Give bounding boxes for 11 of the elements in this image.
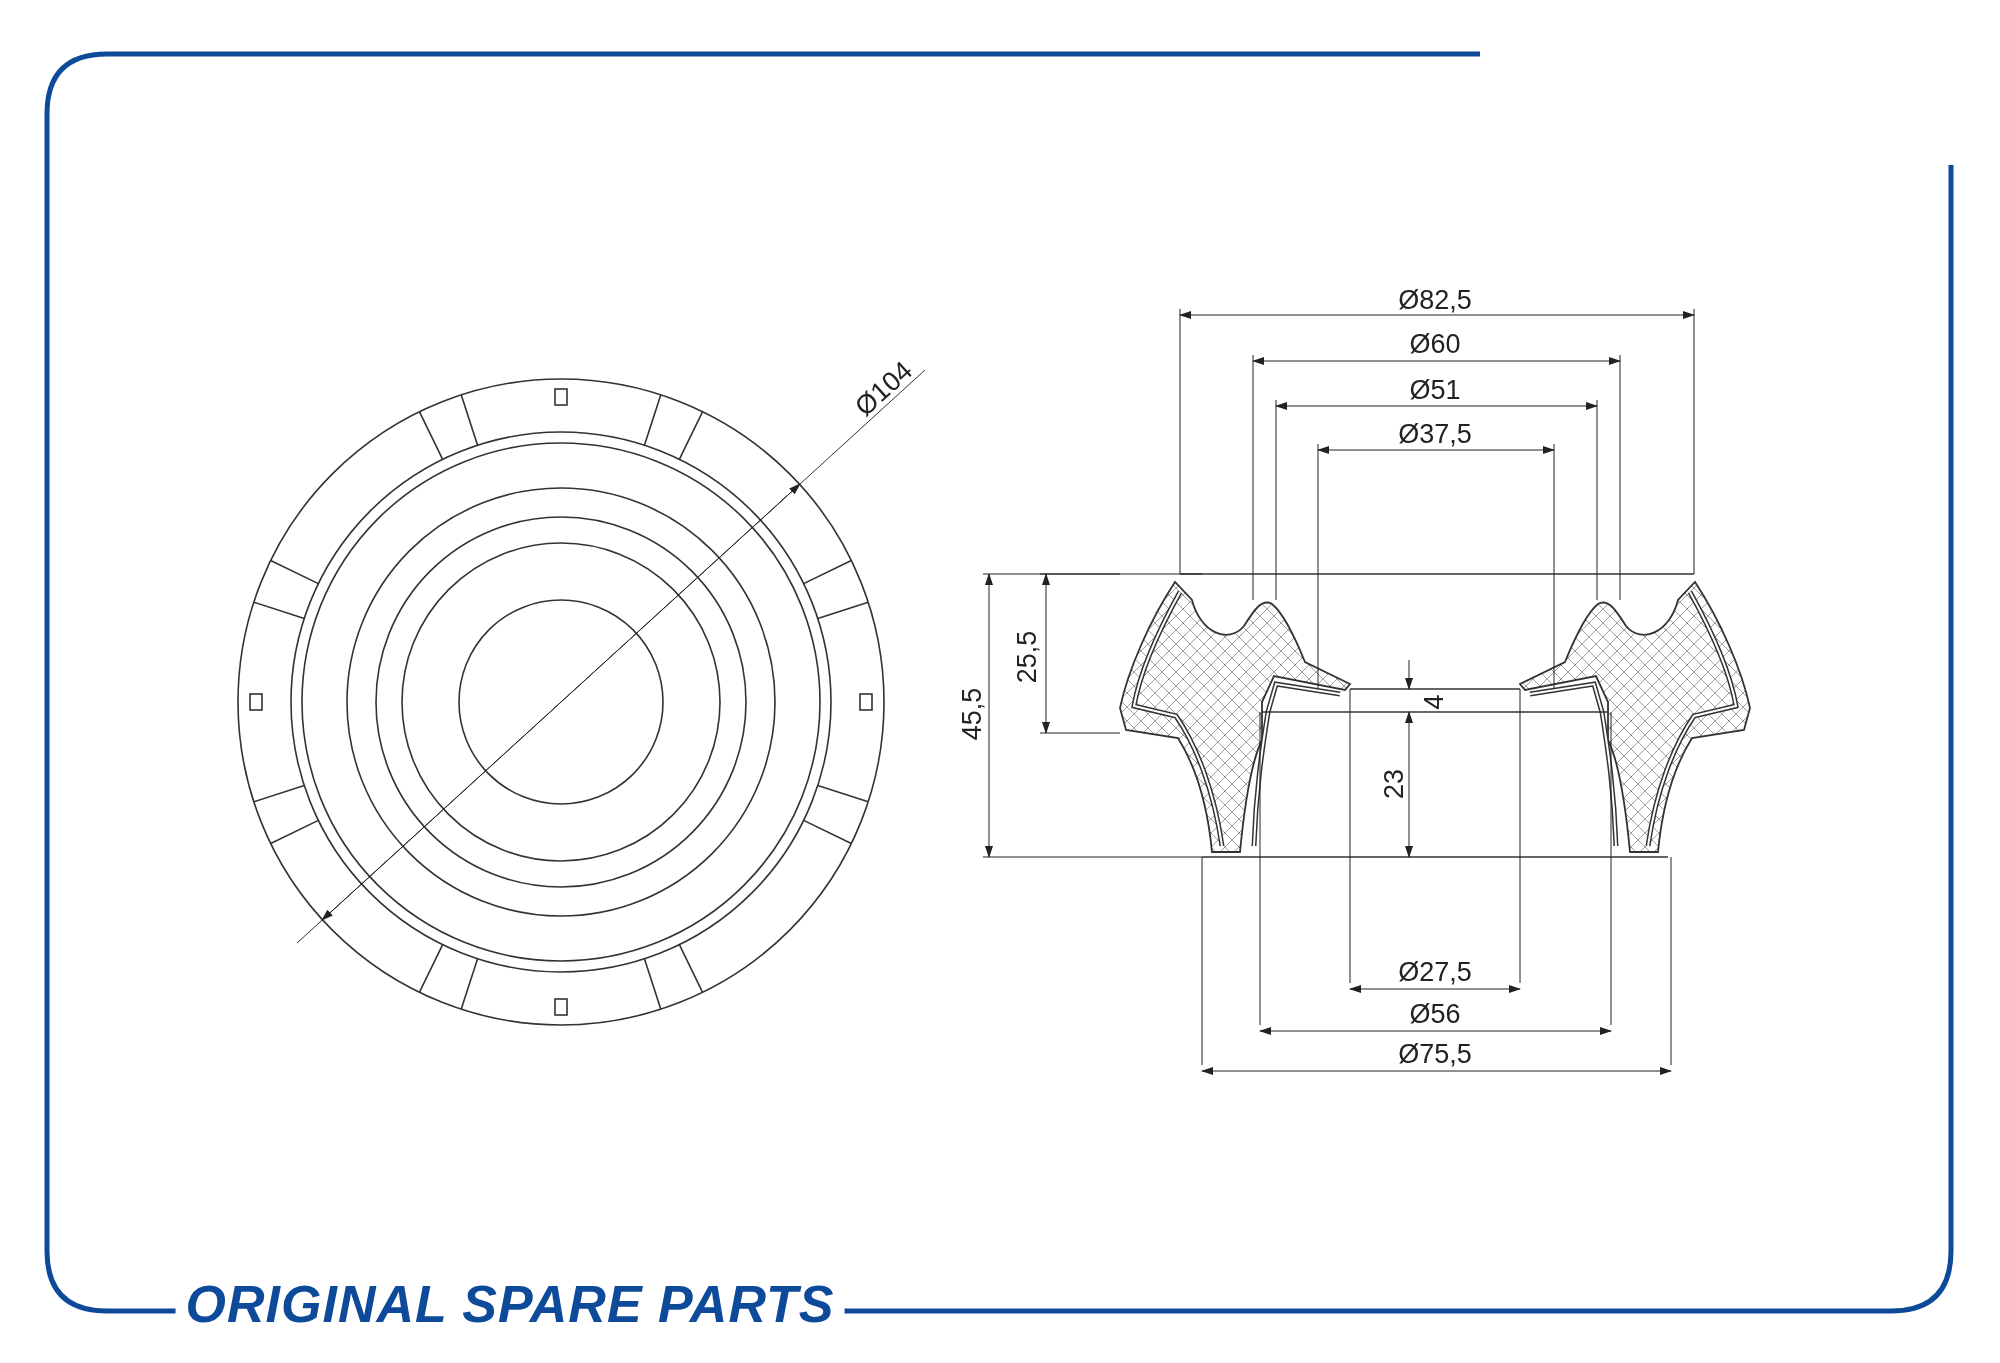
- dimension-label: 25,5: [1011, 630, 1043, 684]
- dimension-label: 45,5: [956, 687, 988, 741]
- dimension-label: Ø51: [1409, 374, 1461, 406]
- dimension-label: Ø75,5: [1398, 1038, 1472, 1070]
- dimension-label: Ø56: [1409, 998, 1461, 1030]
- dimension-label: 23: [1378, 769, 1410, 799]
- dimension-label: Ø27,5: [1398, 956, 1472, 988]
- dimension-label: Ø37,5: [1398, 418, 1472, 450]
- dimension-label: 4: [1418, 694, 1450, 710]
- dimension-label: Ø60: [1409, 328, 1461, 360]
- dimension-label: Ø82,5: [1398, 284, 1472, 316]
